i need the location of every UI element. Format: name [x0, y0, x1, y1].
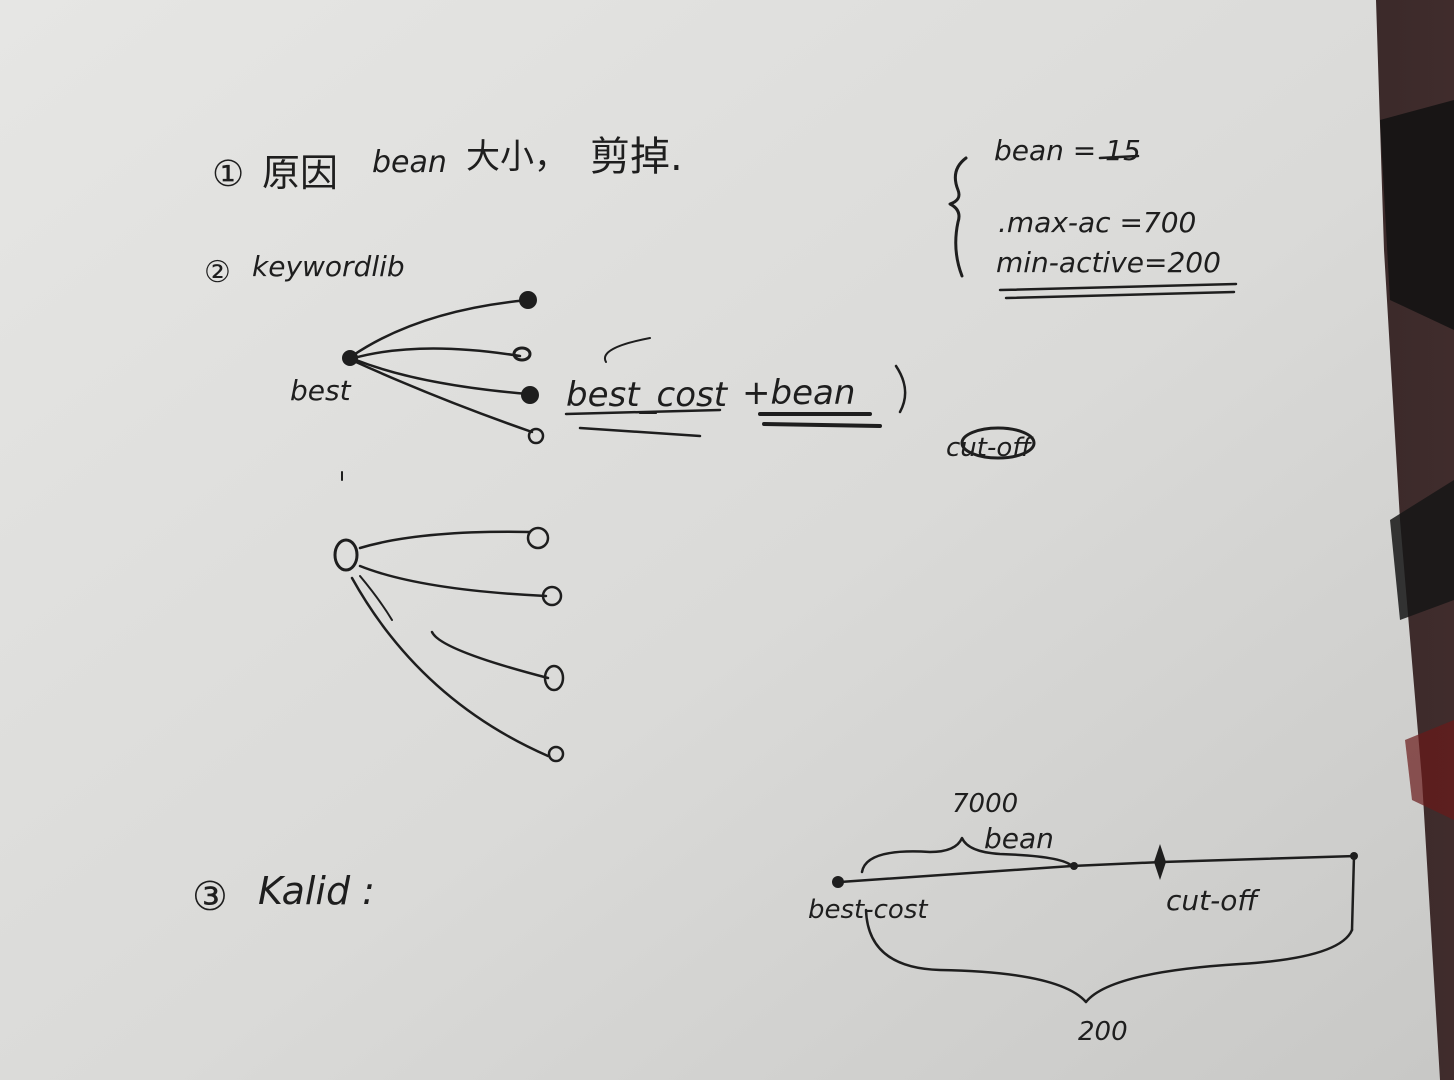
lower-leaf-4 — [547, 745, 565, 763]
lower-branch-1 — [358, 530, 532, 550]
formula-best-cost: best_cost — [566, 375, 729, 415]
param-beam: bean = 15 — [994, 134, 1141, 167]
branch-1 — [350, 298, 530, 358]
lower-leaf-1 — [526, 526, 550, 550]
formula-close-paren — [894, 364, 907, 414]
beam-end-point — [1070, 862, 1078, 870]
note-line-1: ① 原因 bean 大小， 剪掉. — [212, 134, 683, 195]
lower-branch-4b — [359, 575, 393, 621]
pruning-formula: best_cost +bean cut-off — [564, 337, 1036, 463]
line3-text-kaldi: Kalid : — [258, 869, 375, 913]
range-axis-line — [838, 854, 1358, 884]
root-label-best: best — [290, 374, 352, 407]
lower-leaf-2 — [541, 585, 563, 607]
upper-search-tree: best — [290, 291, 545, 481]
formula-underline-2 — [578, 426, 702, 438]
line1-text-size: 大小， — [466, 137, 568, 177]
left-brace — [948, 156, 968, 278]
item-marker-1: ① — [212, 154, 244, 195]
lower-branch-3 — [430, 630, 550, 680]
lower-leaf-3 — [543, 664, 565, 692]
note-line-3: ③ Kalid : — [192, 869, 375, 920]
line1-text-bean: bean — [372, 145, 447, 180]
item-marker-2: ② — [204, 255, 231, 290]
formula-plus-beam: +bean — [742, 373, 855, 413]
branch-3 — [354, 358, 530, 396]
top-brace — [860, 836, 1074, 874]
line1-text-reason: 原因 — [262, 151, 338, 195]
right-edge-line — [1350, 854, 1356, 932]
lower-root-node — [333, 538, 359, 572]
branch-2 — [352, 347, 522, 360]
note-line-2: ② keywordlib — [204, 250, 405, 290]
lower-branch-2 — [358, 564, 548, 598]
param-min-active: min-active=200 — [996, 246, 1221, 279]
formula-underline-3 — [758, 412, 882, 428]
leaf-node-4 — [527, 427, 545, 445]
leaf-node-3 — [521, 386, 539, 404]
best-cost-point — [832, 876, 844, 888]
range-bottom-value: 200 — [1078, 1017, 1128, 1047]
range-top-label: bean — [984, 822, 1054, 855]
param-max-active: .max-ac =700 — [998, 206, 1196, 239]
beam-value-underline — [1098, 154, 1140, 160]
lower-search-tree — [333, 526, 565, 763]
range-top-value: 7000 — [952, 789, 1018, 819]
leaf-node-1 — [519, 291, 537, 309]
line1-text-prune: 剪掉. — [590, 134, 683, 180]
min-active-underline — [998, 282, 1238, 300]
formula-open-bracket — [603, 337, 651, 363]
cutoff-scribble — [960, 426, 1036, 460]
range-right-label: cut-off — [1166, 884, 1260, 917]
branch-4 — [354, 360, 534, 434]
line2-text-keywordlib: keywordlib — [252, 250, 405, 283]
item-marker-3: ③ — [192, 874, 228, 920]
formula-underline-1 — [564, 408, 722, 416]
leaf-node-2 — [512, 346, 532, 362]
bottom-brace — [864, 908, 1354, 1004]
lower-branch-4 — [350, 576, 550, 758]
beam-range-diagram: 7000 bean best-cost cut-off 200 — [808, 789, 1358, 1047]
cutoff-marker — [1154, 844, 1166, 880]
parameters-block: bean = 15 .max-ac =700 min-active=200 — [948, 134, 1238, 300]
